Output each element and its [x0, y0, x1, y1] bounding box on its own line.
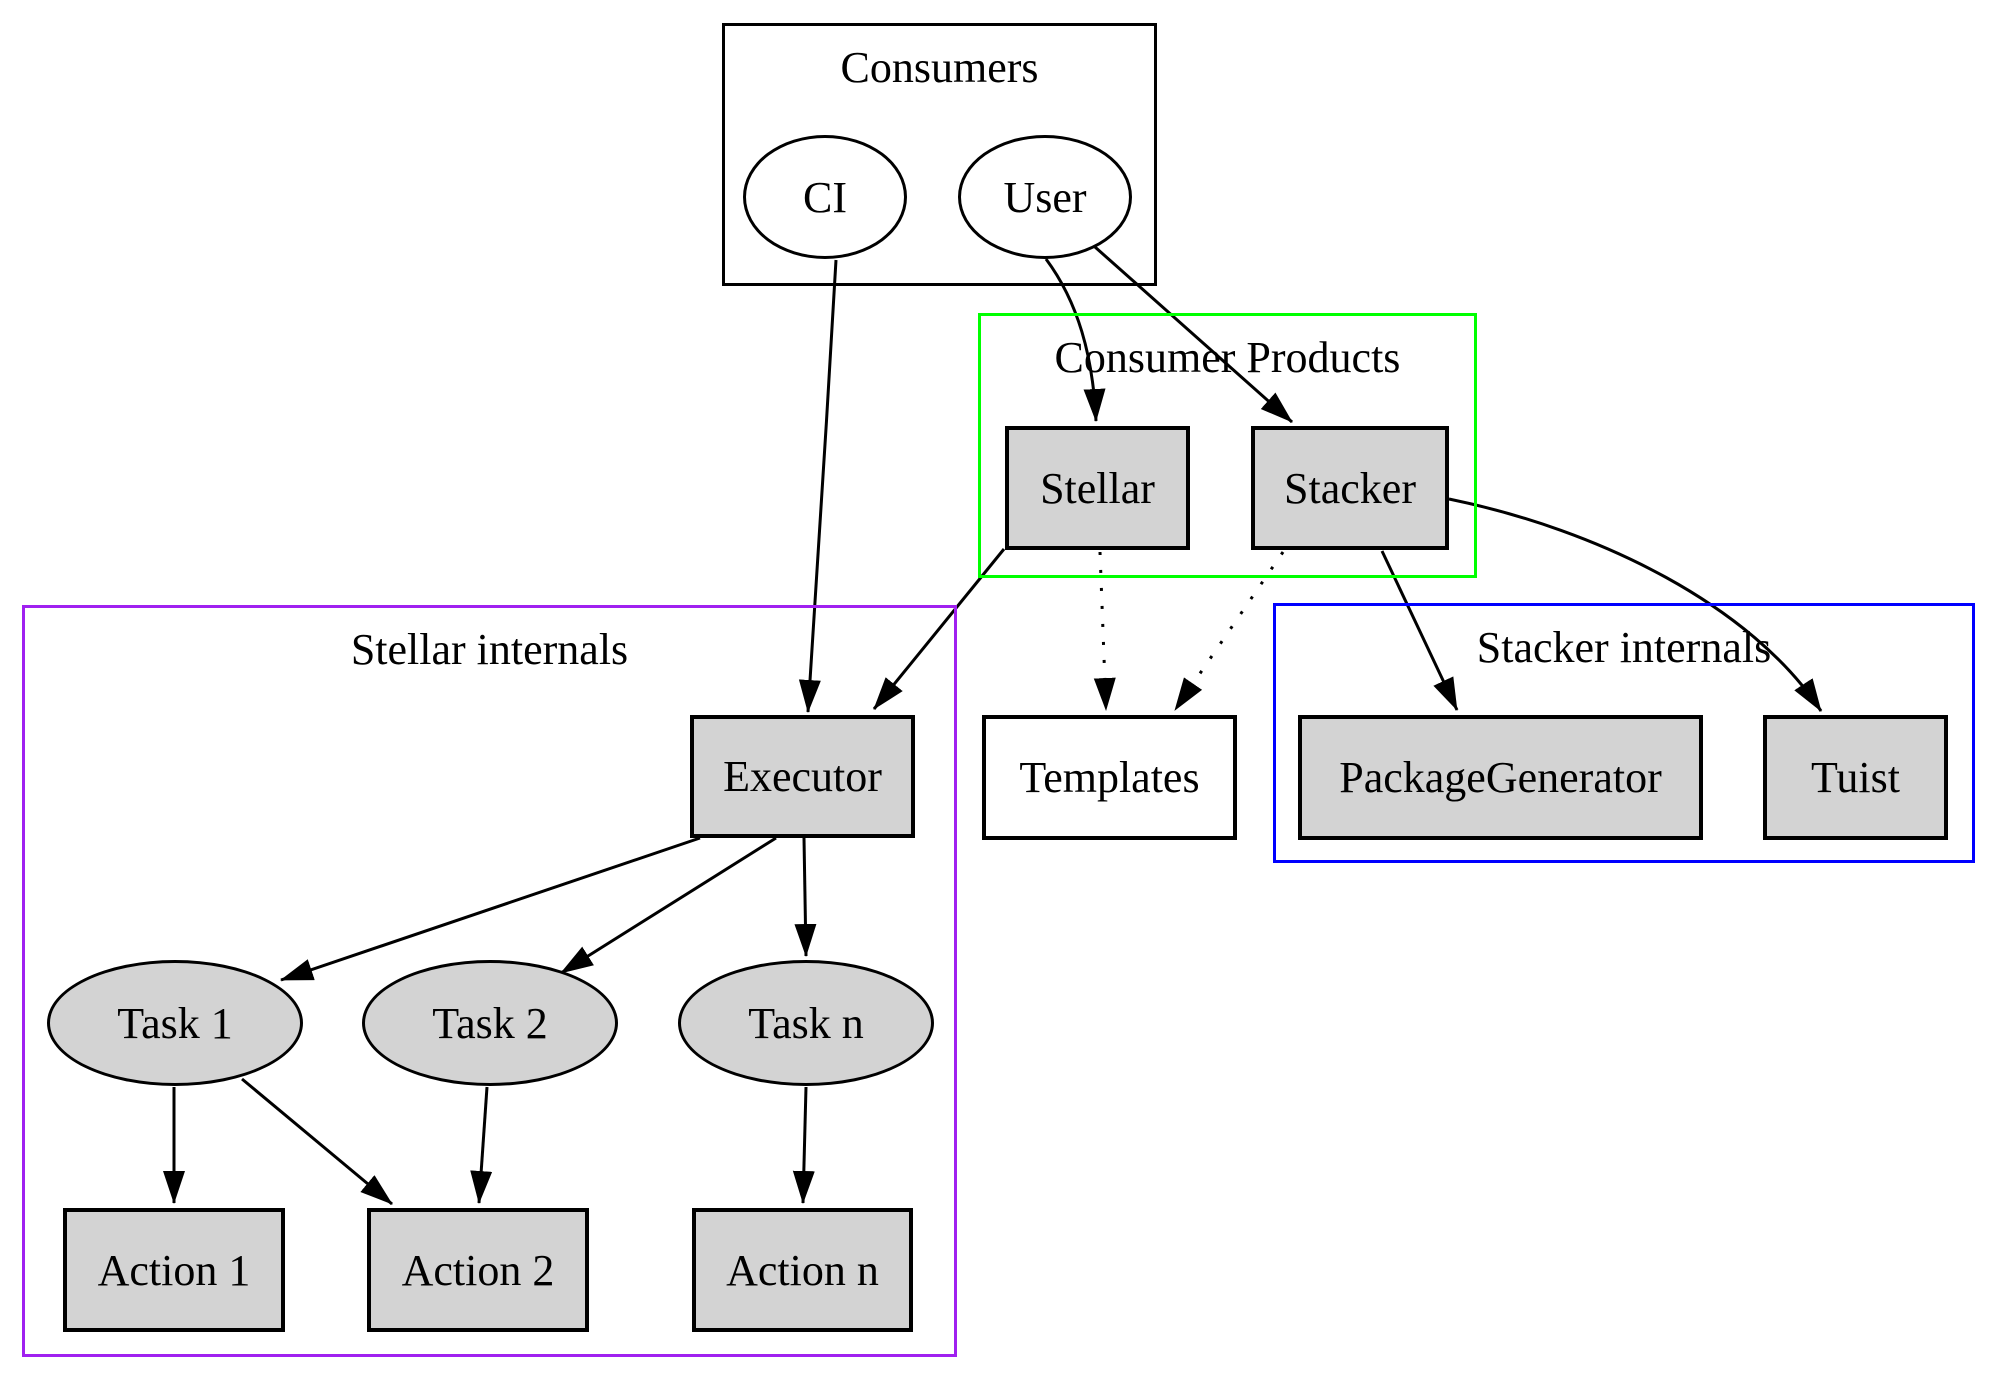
node-action-n: Action n: [692, 1208, 913, 1332]
node-stacker: Stacker: [1251, 426, 1449, 550]
node-ci: CI: [743, 135, 907, 259]
node-task-1: Task 1: [47, 960, 303, 1086]
node-tuist-label: Tuist: [1811, 753, 1900, 802]
node-action-2: Action 2: [367, 1208, 589, 1332]
node-tuist: Tuist: [1763, 715, 1948, 840]
node-package-generator-label: PackageGenerator: [1339, 753, 1662, 802]
node-user-label: User: [1003, 172, 1087, 222]
node-task-n: Task n: [678, 960, 934, 1086]
node-task-n-label: Task n: [748, 998, 864, 1048]
node-executor-label: Executor: [723, 752, 882, 801]
cluster-stellar-internals: Stellar internals: [22, 605, 957, 1357]
node-templates-label: Templates: [1019, 753, 1200, 802]
node-action-2-label: Action 2: [401, 1245, 555, 1295]
node-task-2-label: Task 2: [432, 998, 548, 1048]
cluster-consumer-products: Consumer Products: [978, 313, 1477, 578]
node-action-1: Action 1: [63, 1208, 285, 1332]
cluster-consumer-products-label: Consumer Products: [1054, 333, 1401, 382]
node-executor: Executor: [690, 715, 915, 838]
node-task-1-label: Task 1: [117, 998, 233, 1048]
node-task-2: Task 2: [362, 960, 618, 1086]
cluster-stacker-internals: Stacker internals: [1273, 603, 1975, 863]
cluster-stellar-internals-label: Stellar internals: [350, 625, 629, 674]
node-action-1-label: Action 1: [97, 1245, 251, 1295]
node-package-generator: PackageGenerator: [1298, 715, 1703, 840]
node-stellar: Stellar: [1005, 426, 1190, 550]
cluster-consumers-label: Consumers: [840, 43, 1039, 92]
node-stellar-label: Stellar: [1040, 463, 1155, 513]
node-action-n-label: Action n: [726, 1245, 879, 1295]
node-ci-label: CI: [803, 172, 847, 222]
cluster-consumers: Consumers: [722, 23, 1157, 286]
node-templates: Templates: [982, 715, 1237, 840]
cluster-stacker-internals-label: Stacker internals: [1476, 623, 1772, 672]
node-user: User: [958, 135, 1132, 259]
node-stacker-label: Stacker: [1284, 463, 1416, 513]
